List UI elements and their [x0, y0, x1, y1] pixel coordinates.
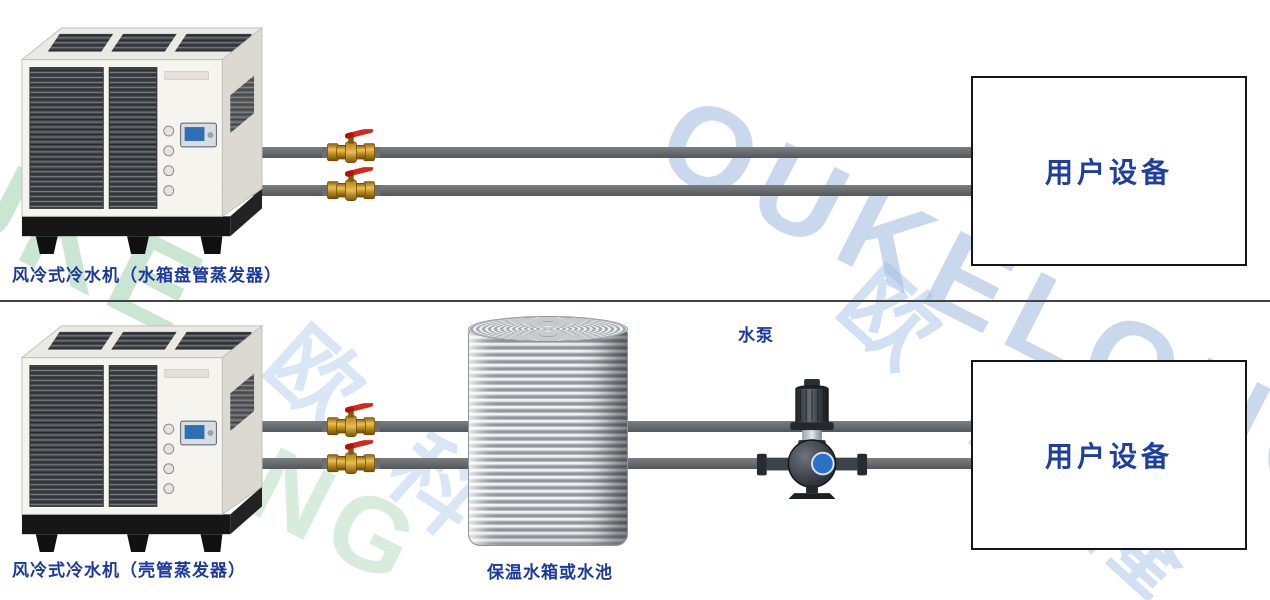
section-divider-line — [0, 300, 1270, 302]
user-equipment-box-top: 用户设备 — [971, 76, 1247, 266]
tank-body — [468, 328, 628, 546]
user-equipment-label: 用户设备 — [1044, 441, 1173, 472]
supply-pipe-top — [250, 147, 972, 158]
ball-valve-icon — [322, 167, 380, 207]
water-pump-illustration — [753, 377, 871, 499]
insulated-water-tank-illustration — [468, 316, 628, 546]
tank-lid — [468, 316, 628, 342]
ball-valve-icon — [322, 440, 380, 480]
pump-label: 水泵 — [738, 326, 774, 345]
ball-valve-icon — [322, 403, 380, 443]
ball-valve-icon — [322, 129, 380, 169]
tank-label: 保温水箱或水池 — [487, 563, 613, 582]
user-equipment-label: 用户设备 — [1044, 157, 1173, 188]
chiller-label-bottom: 风冷式冷水机（壳管蒸发器） — [12, 561, 246, 580]
air-cooled-chiller-illustration — [10, 310, 268, 558]
user-equipment-box-bottom: 用户设备 — [971, 360, 1247, 550]
air-cooled-chiller-illustration — [10, 12, 268, 260]
return-pipe-top — [250, 185, 972, 196]
chiller-label-top: 风冷式冷水机（水箱盘管蒸发器） — [12, 266, 282, 285]
